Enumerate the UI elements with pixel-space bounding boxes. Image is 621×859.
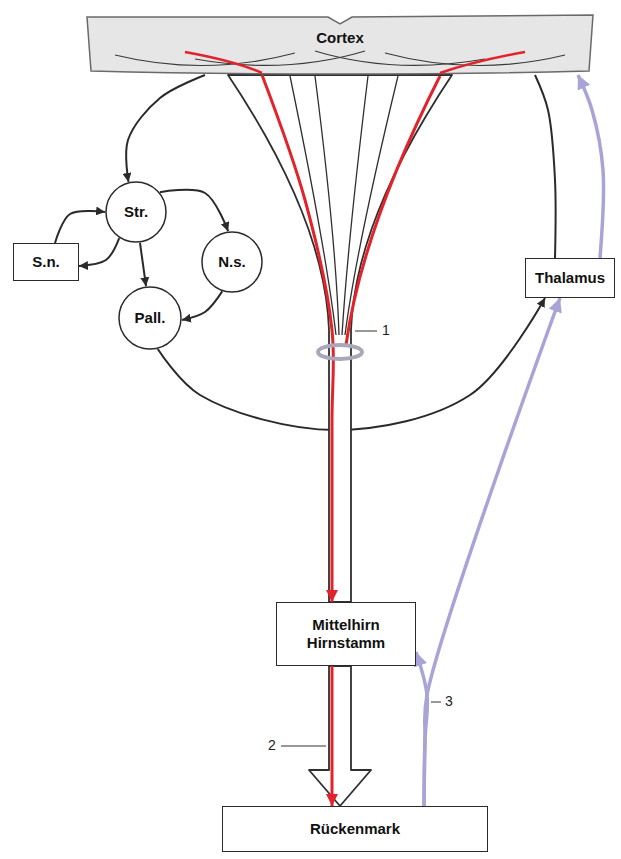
fibre-line [345, 76, 398, 335]
node-label: Rückenmark [310, 820, 400, 838]
connector-group [55, 75, 603, 806]
fibre-arc [315, 51, 485, 65]
pyramidal-tract [309, 666, 371, 806]
afferent-arrow [578, 75, 603, 258]
red-fibre [346, 76, 440, 345]
loop-arrow [140, 243, 146, 287]
circle-shape [106, 182, 166, 242]
nucleus-circle: Pall. [118, 286, 182, 350]
cortex-band: Cortex [85, 5, 595, 75]
loop-arrow [126, 75, 205, 182]
red-tract-arrow [262, 75, 333, 602]
thalamus-box: Thalamus [525, 258, 615, 298]
loop-arrow [55, 211, 105, 243]
circle-shape [202, 232, 262, 292]
leader-lines [281, 331, 441, 746]
fibre-line [315, 76, 339, 335]
callout-number: 2 [266, 737, 278, 754]
loop-arrow [182, 291, 222, 320]
callout-number: 3 [443, 693, 455, 710]
loop-line [535, 75, 556, 258]
nucleus-box: S.n. [13, 243, 79, 281]
node-label: Mittelhirn Hirnstamm [285, 616, 407, 652]
cortex-red-fibres [185, 52, 525, 73]
fibre-arc [440, 52, 525, 73]
afferent-arrow [424, 298, 560, 806]
leader-line [355, 331, 377, 332]
fibre-arc [185, 52, 262, 73]
nucleus-circle: Str. [105, 181, 167, 243]
node-label: S.n. [32, 253, 60, 271]
node-label: Thalamus [535, 269, 605, 287]
node-label: Str. [124, 203, 148, 221]
node-label: N.s. [218, 253, 246, 271]
loop-arrow [160, 190, 228, 231]
red-tract-arrow [331, 666, 334, 806]
leader-line [281, 746, 326, 747]
leader-line [431, 702, 441, 703]
node-label: Cortex [316, 29, 364, 47]
ring-marker [318, 345, 362, 359]
node-label: Pall. [135, 309, 166, 327]
nucleus-circle: N.s. [201, 231, 263, 293]
fibre-line [290, 76, 336, 335]
cortex-shape [87, 15, 593, 74]
callout-number: 1 [380, 322, 392, 339]
pyramidal-tract [228, 75, 452, 602]
brainstem-box: Mittelhirn Hirnstamm [276, 602, 416, 666]
spinal-cord-box: Rückenmark [222, 806, 488, 852]
circle-shape [119, 287, 181, 349]
loop-arrow [79, 238, 119, 266]
